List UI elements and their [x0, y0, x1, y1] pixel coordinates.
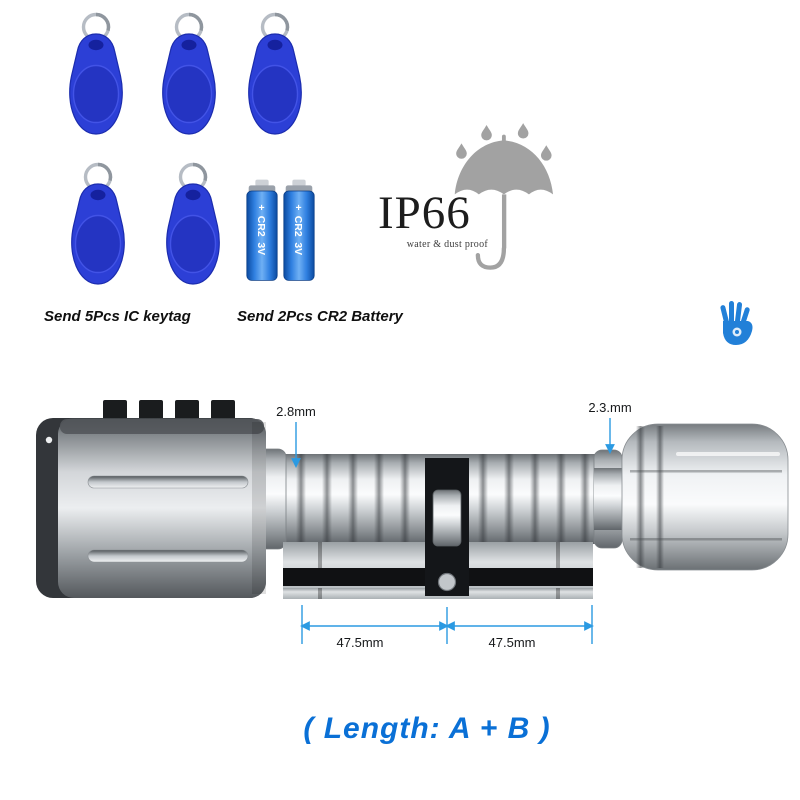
battery-label: + CR2 3V — [292, 204, 303, 255]
rfid-keytag-icon — [143, 10, 235, 142]
ip-rating-text: IP66 — [378, 187, 471, 239]
svg-text:+: + — [255, 204, 266, 210]
dim-label-bottom-left: 47.5mm — [337, 635, 384, 650]
svg-text:CR2: CR2 — [255, 216, 266, 237]
screw-hole — [437, 572, 457, 592]
svg-text:+: + — [292, 204, 303, 210]
dim-label-bottom-right: 47.5mm — [489, 635, 536, 650]
dim-label-top-left: 2.8mm — [276, 404, 316, 419]
svg-text:3V: 3V — [255, 242, 266, 255]
raindrop-icon — [456, 123, 552, 161]
cr2-battery-icon: + CR2 3V — [246, 179, 278, 281]
cam-section — [425, 458, 469, 596]
battery-label: + CR2 3V — [255, 204, 266, 255]
smart-module — [36, 400, 266, 598]
svg-text:CR2: CR2 — [292, 216, 303, 237]
module-led-dot — [45, 436, 53, 444]
shaft-grooves — [296, 454, 590, 544]
thumb-knob — [594, 423, 789, 571]
module-slot — [87, 475, 249, 489]
ip-rating-subtitle: water & dust proof — [406, 239, 488, 250]
lock-cylinder-figure: 2.8mm 2.3.mm 47.5mm 47.5mm — [36, 400, 789, 650]
umbrella-shape — [454, 134, 554, 270]
dimension-annotations: 2.8mm 2.3.mm 47.5mm 47.5mm — [276, 400, 632, 650]
umbrella-rain-icon — [454, 123, 554, 270]
svg-text:3V: 3V — [292, 242, 303, 255]
ip-rating-badge: IP66 water & dust proof — [378, 187, 488, 251]
rfid-keytag-icon — [147, 160, 239, 292]
battery-caption: Send 2Pcs CR2 Battery — [237, 308, 403, 325]
module-slot — [87, 549, 249, 563]
module-top-buttons — [103, 400, 235, 422]
dim-label-top-right: 2.3.mm — [588, 400, 631, 415]
keytag-caption: Send 5Pcs IC keytag — [44, 308, 191, 325]
hand-logo-icon — [720, 301, 753, 345]
rfid-keytag-icon — [50, 10, 142, 142]
cr2-battery-icon: + CR2 3V — [283, 179, 315, 281]
length-formula: ( Length: A + B ) — [303, 712, 551, 745]
rfid-keytag-icon — [229, 10, 321, 142]
rfid-keytag-icon — [52, 160, 144, 292]
